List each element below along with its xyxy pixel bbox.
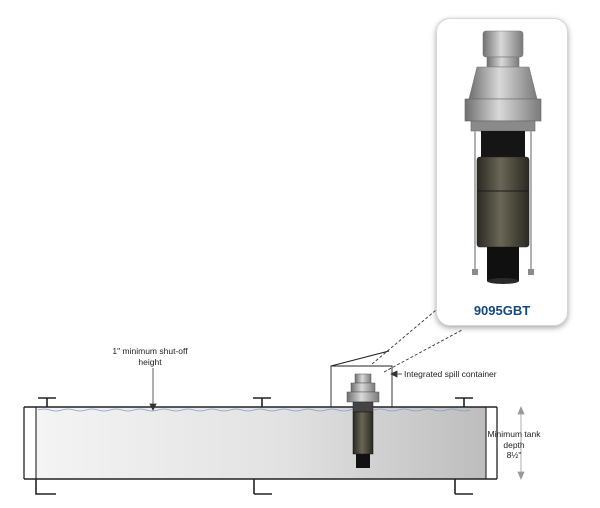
model-label: 9095GBT bbox=[473, 303, 531, 318]
shutoff-label-line1: 1" minimum shut-off bbox=[112, 346, 188, 356]
spill-container bbox=[330, 350, 393, 407]
callout-leader-lines bbox=[371, 304, 463, 373]
shutoff-height-label: 1" minimum shut-off height bbox=[100, 346, 200, 367]
depth-label-line1: Minimum tank bbox=[487, 429, 541, 439]
tank-depth-label: Minimum tank depth 8½" bbox=[484, 429, 544, 461]
valve-callout-card: 9095GBT bbox=[436, 18, 568, 326]
depth-label-line2: depth bbox=[503, 439, 525, 450]
spill-container-label: Integrated spill container bbox=[404, 369, 497, 379]
water-level-line bbox=[37, 408, 471, 412]
valve-large-illustration bbox=[464, 30, 542, 284]
depth-dimension-arrow bbox=[517, 405, 525, 481]
tank bbox=[23, 406, 498, 480]
spill-container-arrow bbox=[390, 370, 402, 378]
depth-label-line3: 8½" bbox=[506, 450, 522, 460]
shutoff-arrow bbox=[149, 368, 157, 411]
tank-body bbox=[35, 406, 487, 480]
bottom-supports bbox=[35, 479, 473, 495]
shutoff-label-line2: height bbox=[138, 356, 162, 367]
top-supports bbox=[38, 397, 473, 407]
valve-small bbox=[346, 373, 380, 468]
